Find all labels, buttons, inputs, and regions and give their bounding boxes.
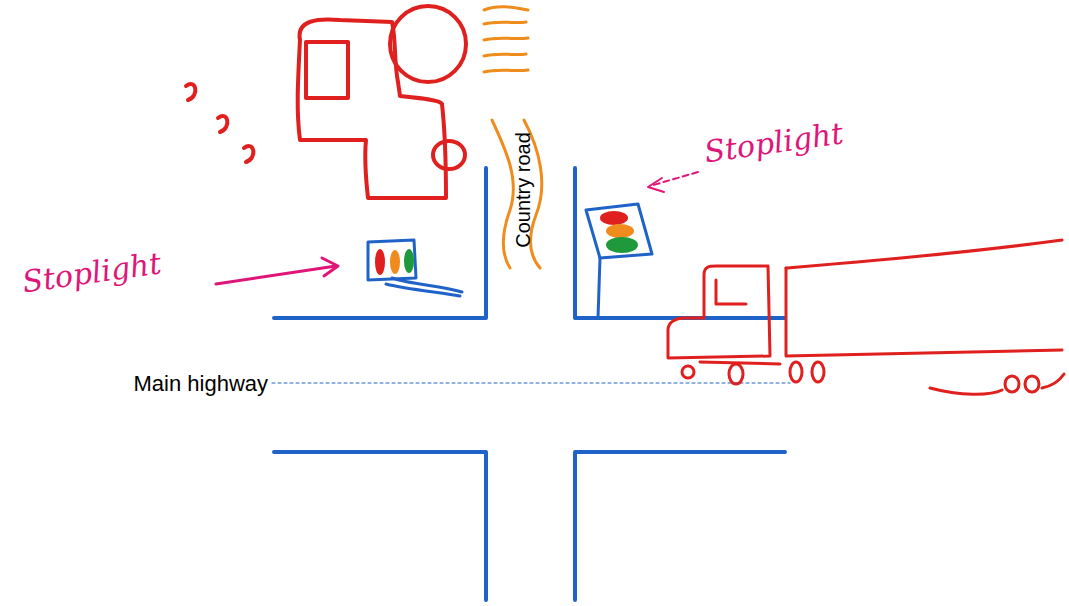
- house-drawing: [186, 6, 466, 198]
- stoplight-label: Stoplight: [703, 118, 845, 167]
- leader-arrow: [648, 172, 698, 192]
- stoplight-label: Stoplight: [21, 248, 163, 297]
- leader-arrow: [216, 258, 338, 284]
- stoplight-symbol: [586, 204, 652, 318]
- highway-centerline: [272, 383, 790, 384]
- road-name: Country road: [513, 132, 533, 248]
- stoplight-symbol: [368, 240, 462, 296]
- truck-drawing: [668, 240, 1064, 394]
- road-name: Main highway: [133, 373, 268, 395]
- field-strokes: [484, 7, 542, 268]
